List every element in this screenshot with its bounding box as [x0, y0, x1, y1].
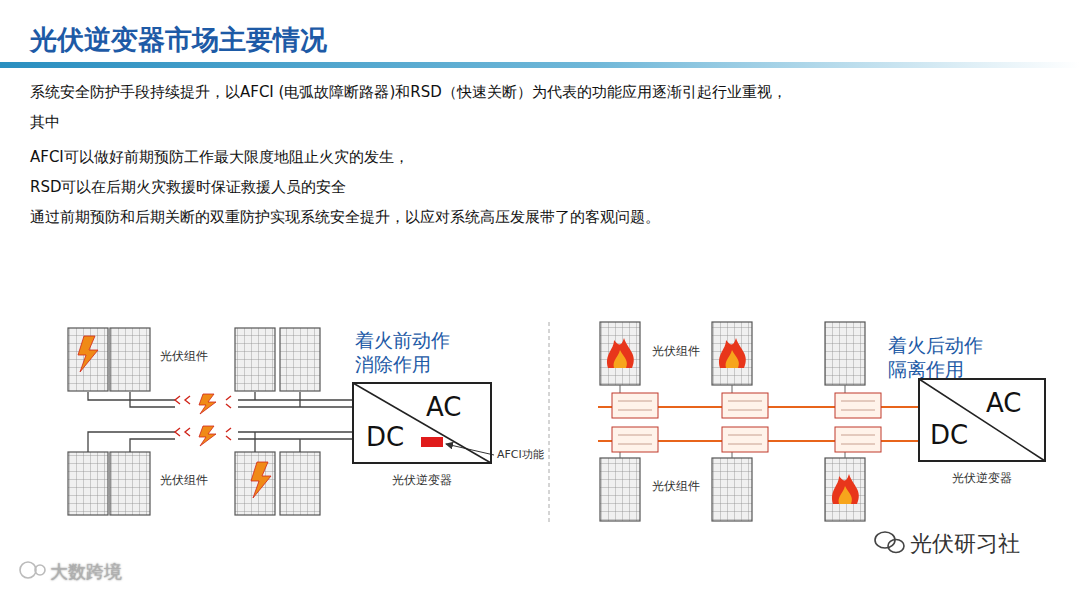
rsd-box — [835, 427, 881, 452]
diagram-label: 光伏组件 — [160, 472, 208, 489]
rsd-devices — [612, 393, 881, 452]
rsd-box-detail — [728, 401, 762, 410]
ac-label: AC — [986, 388, 1021, 418]
body-text: 系统安全防护手段持续提升，以AFCI (电弧故障断路器)和RSD（快速关断）为代… — [30, 83, 787, 102]
inverter-caption: 光伏逆变器 — [918, 470, 1046, 487]
fire-outer — [832, 474, 859, 504]
body-text: 其中 — [30, 113, 60, 132]
pv-panel — [68, 452, 108, 515]
pv-panel — [600, 322, 640, 385]
rsd-box-detail — [841, 401, 875, 410]
inverter-diagonal — [919, 379, 1045, 461]
inverter-border — [353, 383, 491, 463]
watermark: 光伏研习社 — [910, 529, 1020, 559]
left-wiring — [88, 392, 352, 452]
rsd-box — [835, 393, 881, 418]
wechat-icon — [875, 532, 904, 553]
pv-panel — [110, 328, 150, 391]
ac-label: AC — [426, 392, 461, 422]
pv-panel — [280, 452, 320, 515]
weibo-icon — [20, 562, 45, 578]
fire-inner — [839, 486, 852, 504]
rsd-box — [722, 427, 768, 452]
page-title: 光伏逆变器市场主要情况 — [30, 22, 327, 58]
pv-panel — [235, 328, 275, 391]
inverter-border — [919, 379, 1045, 461]
inverter-caption: 光伏逆变器 — [352, 472, 492, 489]
pv-panels — [68, 322, 865, 521]
rsd-box — [722, 393, 768, 418]
rsd-box-detail — [841, 435, 875, 444]
diagram-label: 光伏组件 — [652, 478, 700, 495]
rsd-box-detail — [618, 401, 652, 410]
rsd-box — [612, 427, 658, 452]
diagram-label: 光伏组件 — [652, 343, 700, 360]
rsd-box — [612, 393, 658, 418]
pv-panel — [825, 322, 865, 385]
diagram-label: 着火后动作 隔离作用 — [888, 333, 988, 381]
leader-line — [446, 444, 494, 455]
pv-panel — [712, 458, 752, 521]
diagram-label: AFCI功能 — [497, 447, 544, 462]
fire-inner — [614, 350, 627, 368]
pv-panel — [712, 322, 752, 385]
diagram-label: 着火前动作 消除作用 — [355, 328, 455, 376]
fire-outer — [607, 338, 634, 368]
divider — [549, 322, 550, 522]
title-bar — [0, 62, 1080, 68]
pv-panel — [68, 328, 108, 391]
body-text: RSD可以在后期火灾救援时保证救援人员的安全 — [30, 178, 347, 197]
pv-panel — [235, 452, 275, 515]
inverter-diagonal — [353, 383, 491, 463]
afci-module — [421, 437, 443, 447]
inverter-box: DC AC 光伏逆变器 — [918, 378, 1046, 492]
arc-bolts — [78, 336, 271, 498]
pv-panel — [825, 458, 865, 521]
body-text: AFCI可以做好前期预防工作最大限度地阻止火灾的发生， — [30, 148, 409, 167]
rsd-box-detail — [728, 435, 762, 444]
pv-panel — [280, 328, 320, 391]
watermark: 大数跨境 — [50, 560, 122, 584]
fire-inner — [726, 350, 739, 368]
inverter-box: DC AC 光伏逆变器 — [352, 382, 492, 494]
fire-icons — [607, 338, 859, 504]
dc-label: DC — [366, 422, 404, 452]
rsd-box-detail — [618, 435, 652, 444]
body-text: 通过前期预防和后期关断的双重防护实现系统安全提升，以应对系统高压发展带了的客观问… — [30, 208, 660, 227]
pv-panel — [110, 452, 150, 515]
fire-outer — [719, 338, 746, 368]
dc-label: DC — [930, 420, 968, 450]
pv-panel — [600, 458, 640, 521]
diagram-label: 光伏组件 — [160, 348, 208, 365]
